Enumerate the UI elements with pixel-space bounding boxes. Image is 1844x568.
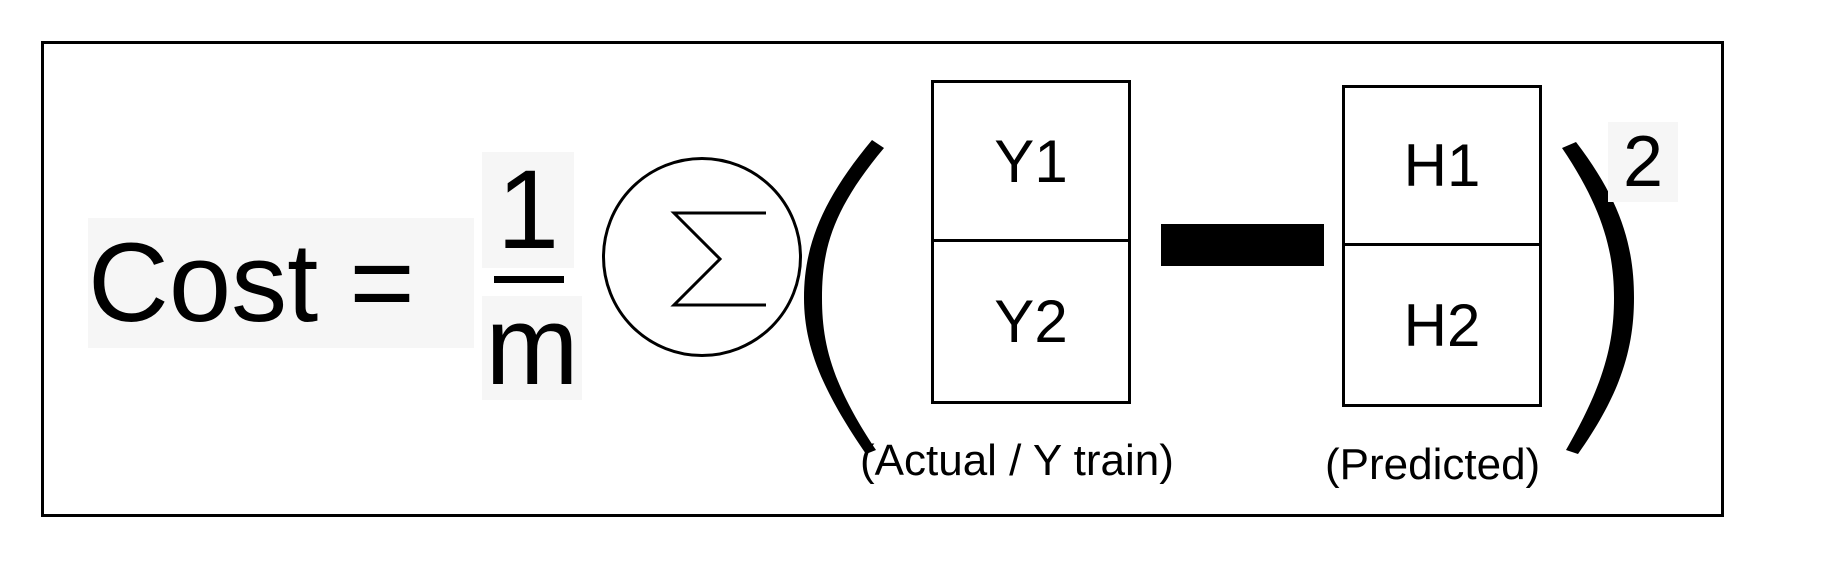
vector-entry-y1: Y1	[934, 83, 1128, 242]
formula-frame	[41, 41, 1724, 517]
fraction-numerator: 1	[482, 152, 574, 268]
exponent: 2	[1608, 122, 1678, 202]
fraction-denominator: m	[482, 290, 582, 402]
fraction-bar	[494, 276, 564, 283]
vector-entry-y2: Y2	[994, 288, 1068, 355]
actual-vector: Y1 Y2	[931, 80, 1131, 404]
actual-caption: (Actual / Y train)	[860, 436, 1174, 485]
predicted-vector: H1 H2	[1342, 85, 1542, 407]
summation-circle	[602, 157, 802, 357]
summation-sigma-icon	[670, 211, 766, 307]
predicted-caption: (Predicted)	[1325, 440, 1541, 489]
right-paren-icon	[1562, 142, 1634, 454]
cost-label: Cost =	[88, 218, 474, 348]
left-paren-icon	[804, 140, 884, 454]
vector-entry-h1: H1	[1345, 88, 1539, 246]
vector-entry-h2: H2	[1403, 291, 1481, 359]
minus-operator	[1161, 224, 1324, 266]
